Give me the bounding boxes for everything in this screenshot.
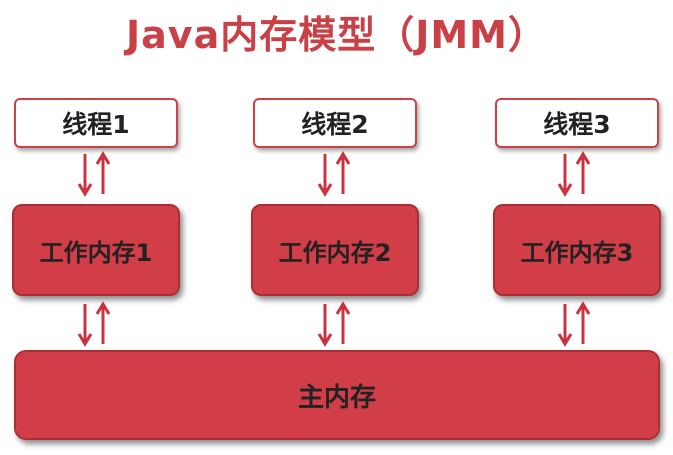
- arrow-up-icon: [575, 301, 591, 344]
- arrow-down-icon: [317, 304, 333, 347]
- arrow-up-icon: [95, 151, 111, 194]
- thread-box-3: 线程3: [495, 98, 659, 148]
- workmem2-main-arrows: [317, 301, 351, 347]
- arrow-up-icon: [575, 151, 591, 194]
- working-memory-box-3: 工作内存3: [493, 204, 661, 296]
- arrow-down-icon: [77, 154, 93, 197]
- arrow-down-icon: [317, 154, 333, 197]
- thread-box-2: 线程2: [253, 98, 417, 148]
- arrow-up-icon: [95, 301, 111, 344]
- arrow-down-icon: [557, 304, 573, 347]
- arrow-down-icon: [557, 154, 573, 197]
- thread-box-1: 线程1: [14, 98, 178, 148]
- main-memory-box: 主内存: [14, 350, 660, 440]
- workmem1-main-arrows: [77, 301, 111, 347]
- thread3-workmem3-arrows: [557, 151, 591, 197]
- arrow-up-icon: [335, 301, 351, 344]
- working-memory-box-1: 工作内存1: [12, 204, 180, 296]
- workmem3-main-arrows: [557, 301, 591, 347]
- arrow-down-icon: [77, 304, 93, 347]
- thread2-workmem2-arrows: [317, 151, 351, 197]
- arrow-up-icon: [335, 151, 351, 194]
- thread1-workmem1-arrows: [77, 151, 111, 197]
- diagram-title: Java内存模型（JMM）: [126, 13, 547, 57]
- working-memory-box-2: 工作内存2: [251, 204, 419, 296]
